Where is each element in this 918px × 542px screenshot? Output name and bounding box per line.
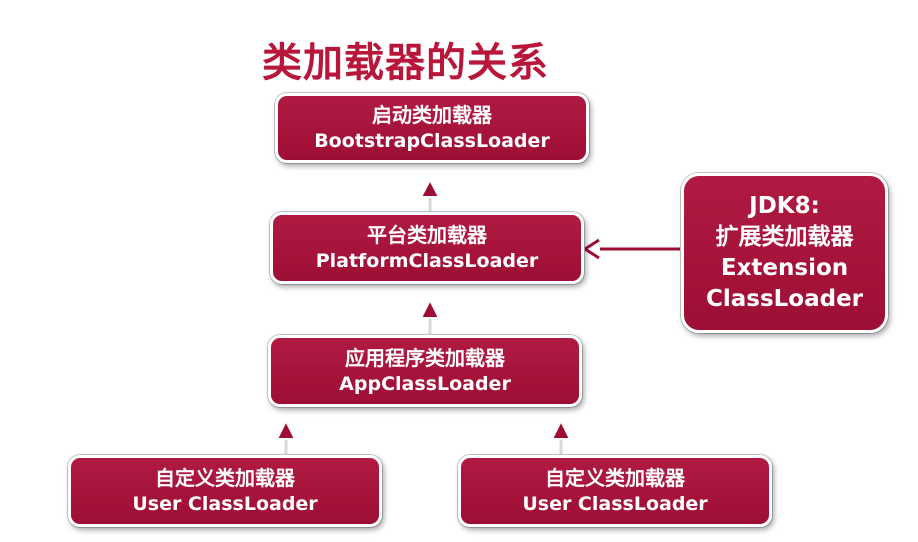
user-right-label-cn: 自定义类加载器 <box>545 466 685 490</box>
user-left-label-en: User ClassLoader <box>132 493 318 515</box>
jdk8-note-line-1: JDK8: <box>749 193 820 219</box>
user-classloader-box-left: 自定义类加载器 User ClassLoader <box>68 455 382 527</box>
arrow-app-to-platform <box>419 297 441 336</box>
bootstrap-classloader-box: 启动类加载器 BootstrapClassLoader <box>275 93 589 163</box>
bootstrap-label-cn: 启动类加载器 <box>372 103 492 127</box>
platform-label-en: PlatformClassLoader <box>315 250 539 272</box>
diagram-title: 类加载器的关系 <box>262 40 549 86</box>
jdk8-extension-classloader-note: JDK8: 扩展类加载器 Extension ClassLoader <box>681 173 888 333</box>
arrow-platform-to-bootstrap <box>419 177 441 212</box>
user-right-label-en: User ClassLoader <box>522 493 708 515</box>
user-classloader-box-right: 自定义类加载器 User ClassLoader <box>458 455 772 527</box>
app-label-en: AppClassLoader <box>339 373 511 395</box>
jdk8-note-line-4: ClassLoader <box>705 286 864 312</box>
arrow-jdk8-to-platform <box>582 238 683 260</box>
app-classloader-box: 应用程序类加载器 AppClassLoader <box>268 335 582 407</box>
jdk8-note-line-2: 扩展类加载器 <box>715 224 854 250</box>
platform-classloader-box: 平台类加载器 PlatformClassLoader <box>270 212 584 284</box>
arrow-userright-to-app <box>550 418 572 455</box>
bootstrap-label-en: BootstrapClassLoader <box>314 130 550 152</box>
arrow-userleft-to-app <box>275 418 297 455</box>
app-label-cn: 应用程序类加载器 <box>345 346 505 370</box>
platform-label-cn: 平台类加载器 <box>367 223 487 247</box>
user-left-label-cn: 自定义类加载器 <box>155 466 295 490</box>
jdk8-note-line-3: Extension <box>720 255 849 281</box>
